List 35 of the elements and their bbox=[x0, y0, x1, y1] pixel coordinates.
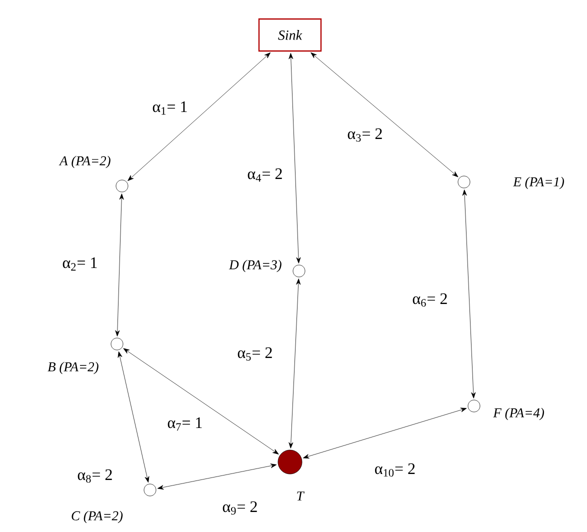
node-label: E (PA=1) bbox=[513, 176, 564, 190]
node-label: B (PA=2) bbox=[48, 362, 98, 374]
sink-box: Sink bbox=[258, 18, 322, 52]
node-label: D (PA=3) bbox=[228, 260, 282, 272]
edge-label: α$_{9}$= 2 bbox=[222, 501, 257, 515]
node-circle bbox=[278, 450, 302, 474]
node-circle bbox=[110, 338, 124, 350]
node-label: T bbox=[297, 492, 305, 500]
double-arrow bbox=[157, 464, 277, 490]
node-circle bbox=[292, 264, 306, 278]
double-arrow bbox=[118, 351, 150, 483]
edge-label: α$_{7}$= 1 bbox=[168, 417, 202, 431]
edge-label: α$_{8}$= 2 bbox=[78, 469, 112, 483]
double-arrow bbox=[288, 278, 301, 448]
edge-label: α$_{2}$= 1 bbox=[62, 257, 97, 271]
node-circle bbox=[458, 176, 470, 188]
node-circle bbox=[144, 484, 156, 496]
double-arrow bbox=[288, 52, 301, 264]
edge-label: α$_{3}$= 2 bbox=[348, 128, 382, 142]
node-label: C (PA=2) bbox=[72, 510, 123, 524]
double-arrow bbox=[115, 194, 124, 336]
edge-label: α$_{10}$= 2 bbox=[375, 463, 415, 477]
edge-label: α$_{5}$= 2 bbox=[238, 347, 272, 361]
edge-label: α$_{4}$= 2 bbox=[248, 168, 282, 182]
edge-label: α$_{6}$= 2 bbox=[412, 293, 447, 307]
double-arrow bbox=[303, 408, 467, 458]
node-label: F (PA=4) bbox=[493, 408, 544, 420]
double-arrow bbox=[462, 190, 476, 398]
double-arrow bbox=[310, 52, 458, 178]
node-circle bbox=[468, 400, 480, 412]
double-arrow bbox=[128, 52, 271, 181]
edge-label: α$_{1}$= 1 bbox=[152, 101, 187, 115]
node-circle bbox=[116, 180, 128, 192]
double-arrow bbox=[123, 348, 279, 454]
node-label: A (PA=2) bbox=[58, 156, 110, 168]
